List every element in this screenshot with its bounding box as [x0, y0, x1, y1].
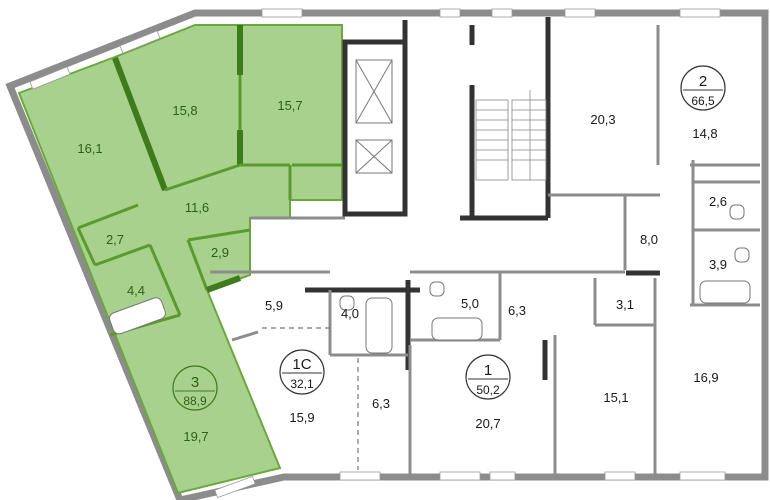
- room-area: 3,9: [709, 257, 727, 272]
- room-area: 6,3: [508, 303, 526, 318]
- apartment-3-room-labels: 16,1 15,8 15,7 11,6 2,7 4,4 2,9 19,7: [77, 98, 302, 444]
- apartment-3-walls: [76, 25, 342, 337]
- apartment-rooms: 1С: [292, 356, 311, 373]
- apartment-1-room-labels: 5,0 6,3 3,1 20,7 15,1: [461, 296, 634, 431]
- apartment-2-badge[interactable]: 2 66,5: [680, 65, 726, 111]
- bathroom-fixtures: [109, 204, 751, 354]
- building-core: [342, 17, 551, 221]
- apartment-area: 66,5: [691, 94, 715, 108]
- room-area: 2,7: [106, 232, 124, 247]
- apartment-3-badge[interactable]: 3 88,9: [172, 365, 218, 411]
- room-area: 4,0: [341, 306, 359, 321]
- room-area: 2,6: [709, 194, 727, 209]
- room-area: 15,8: [172, 103, 197, 118]
- room-area: 16,9: [693, 370, 718, 385]
- apartment-2-room-labels: 20,3 14,8 2,6 8,0 3,9 16,9: [590, 112, 727, 385]
- room-area: 20,3: [590, 112, 615, 127]
- room-area: 5,9: [265, 298, 283, 313]
- apartment-1-badge[interactable]: 1 50,2: [465, 354, 511, 400]
- room-area: 20,7: [475, 416, 500, 431]
- room-area: 14,8: [692, 126, 717, 141]
- apartment-1c-badge[interactable]: 1С 32,1: [279, 349, 325, 395]
- apartment-1c-room-labels: 5,9 4,0 15,9 6,3: [265, 298, 390, 425]
- room-area: 3,1: [616, 297, 634, 312]
- apartment-area: 88,9: [183, 394, 207, 408]
- room-area: 19,7: [183, 429, 208, 444]
- apartment-area: 32,1: [290, 377, 314, 391]
- room-area: 15,7: [277, 98, 302, 113]
- room-area: 16,1: [77, 141, 102, 156]
- apartment-rooms: 1: [484, 362, 492, 379]
- room-area: 15,9: [289, 410, 314, 425]
- apartment-rooms: 2: [699, 73, 707, 90]
- room-area: 4,4: [127, 283, 145, 298]
- room-area: 8,0: [640, 232, 658, 247]
- apartment-area: 50,2: [476, 383, 500, 397]
- room-area: 11,6: [185, 200, 209, 215]
- room-area: 15,1: [603, 390, 628, 405]
- windows: [29, 8, 726, 499]
- room-area: 2,9: [211, 245, 229, 260]
- room-area: 6,3: [372, 396, 390, 411]
- room-area: 5,0: [461, 296, 479, 311]
- apartment-rooms: 3: [191, 374, 199, 391]
